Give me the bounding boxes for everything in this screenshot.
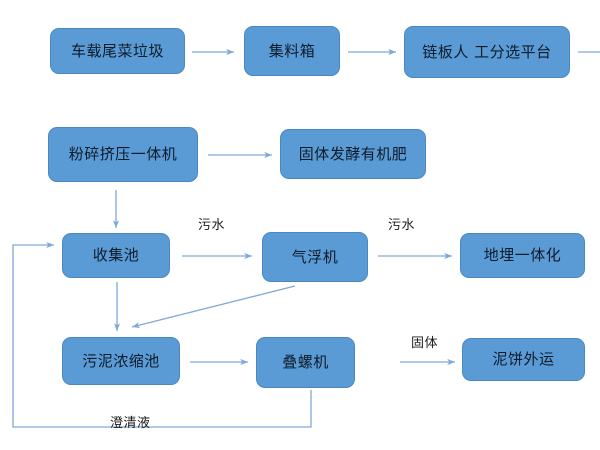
node-n10[interactable]: 叠螺机 [256, 337, 355, 388]
node-n6[interactable]: 收集池 [62, 233, 170, 278]
node-n7[interactable]: 气浮机 [262, 232, 368, 282]
edge-label-l2: 污水 [388, 218, 416, 233]
node-n11[interactable]: 泥饼外运 [462, 338, 585, 381]
edge-n7-to-n9 [131, 285, 296, 329]
node-n3[interactable]: 链板人 工分选平台 [404, 26, 570, 78]
edge-label-l3: 固体 [411, 336, 439, 351]
edge-label-l4: 澄清液 [110, 416, 151, 431]
node-n9[interactable]: 污泥浓缩池 [62, 337, 180, 385]
edge-label-l1: 污水 [198, 218, 226, 233]
node-n8[interactable]: 地埋一体化 [460, 233, 585, 278]
node-n1[interactable]: 车载尾菜垃圾 [50, 28, 185, 74]
node-n4[interactable]: 粉碎挤压一体机 [48, 127, 198, 182]
node-n5[interactable]: 固体发酵有机肥 [280, 129, 426, 179]
node-n2[interactable]: 集料箱 [244, 26, 340, 76]
